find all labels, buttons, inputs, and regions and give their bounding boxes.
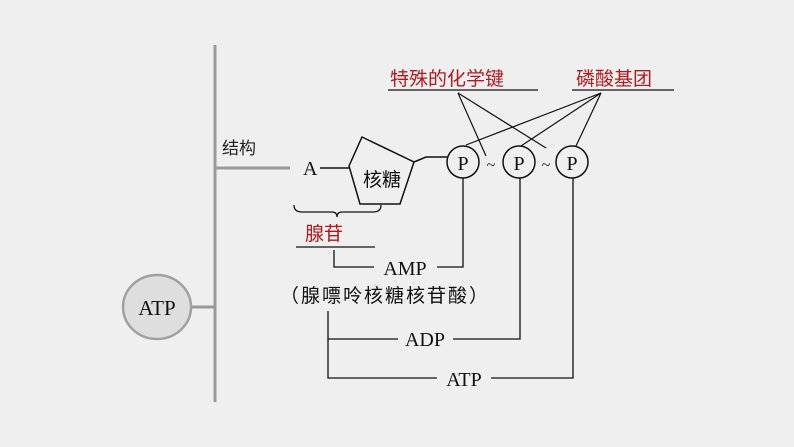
phosphate-group-pointer-1 [465,92,602,146]
phosphate-2-label: P [513,153,524,175]
phosphate-1: P [446,145,480,179]
adp-label: ADP [405,329,445,351]
atp-compound-label: ATP [446,369,482,391]
adenosine-annotation: 腺苷 [305,223,343,245]
ribose-phosphate-bond [413,156,447,163]
special-bond-annotation: 特殊的化学键 [390,68,504,90]
amp-bracket-left [333,250,374,268]
ribose-pentagon [348,135,415,205]
ribose-label: 核糖 [363,169,401,191]
adp-bracket-right [453,178,521,340]
phosphate-3: P [555,145,589,179]
special-bond-pointer-2 [457,92,547,149]
amp-bracket-right [437,178,464,268]
adp-bracket-left [327,311,398,340]
phosphate-3-label: P [566,153,577,175]
root-node[interactable]: ATP [121,273,193,341]
special-bond-pointer-1 [457,92,487,157]
phosphate-1-label: P [457,153,468,175]
phosphate-group-pointer-3 [575,92,602,147]
high-energy-bond-2: ~ [542,157,551,174]
root-label: ATP [138,296,175,320]
atp-bracket-left [327,339,437,379]
branch-label-structure: 结构 [222,139,256,159]
amp-label: AMP [383,258,426,280]
amp-full-name: （腺嘌呤核糖核苷酸） [280,285,490,307]
phosphate-group-annotation: 磷酸基团 [576,68,652,90]
phosphate-2: P [502,145,536,179]
adenine-label: A [303,158,318,180]
adenosine-brace [293,204,382,218]
phosphate-group-pointer-2 [520,92,602,147]
high-energy-bond-1: ~ [487,157,496,174]
atp-bracket-right [491,178,574,379]
